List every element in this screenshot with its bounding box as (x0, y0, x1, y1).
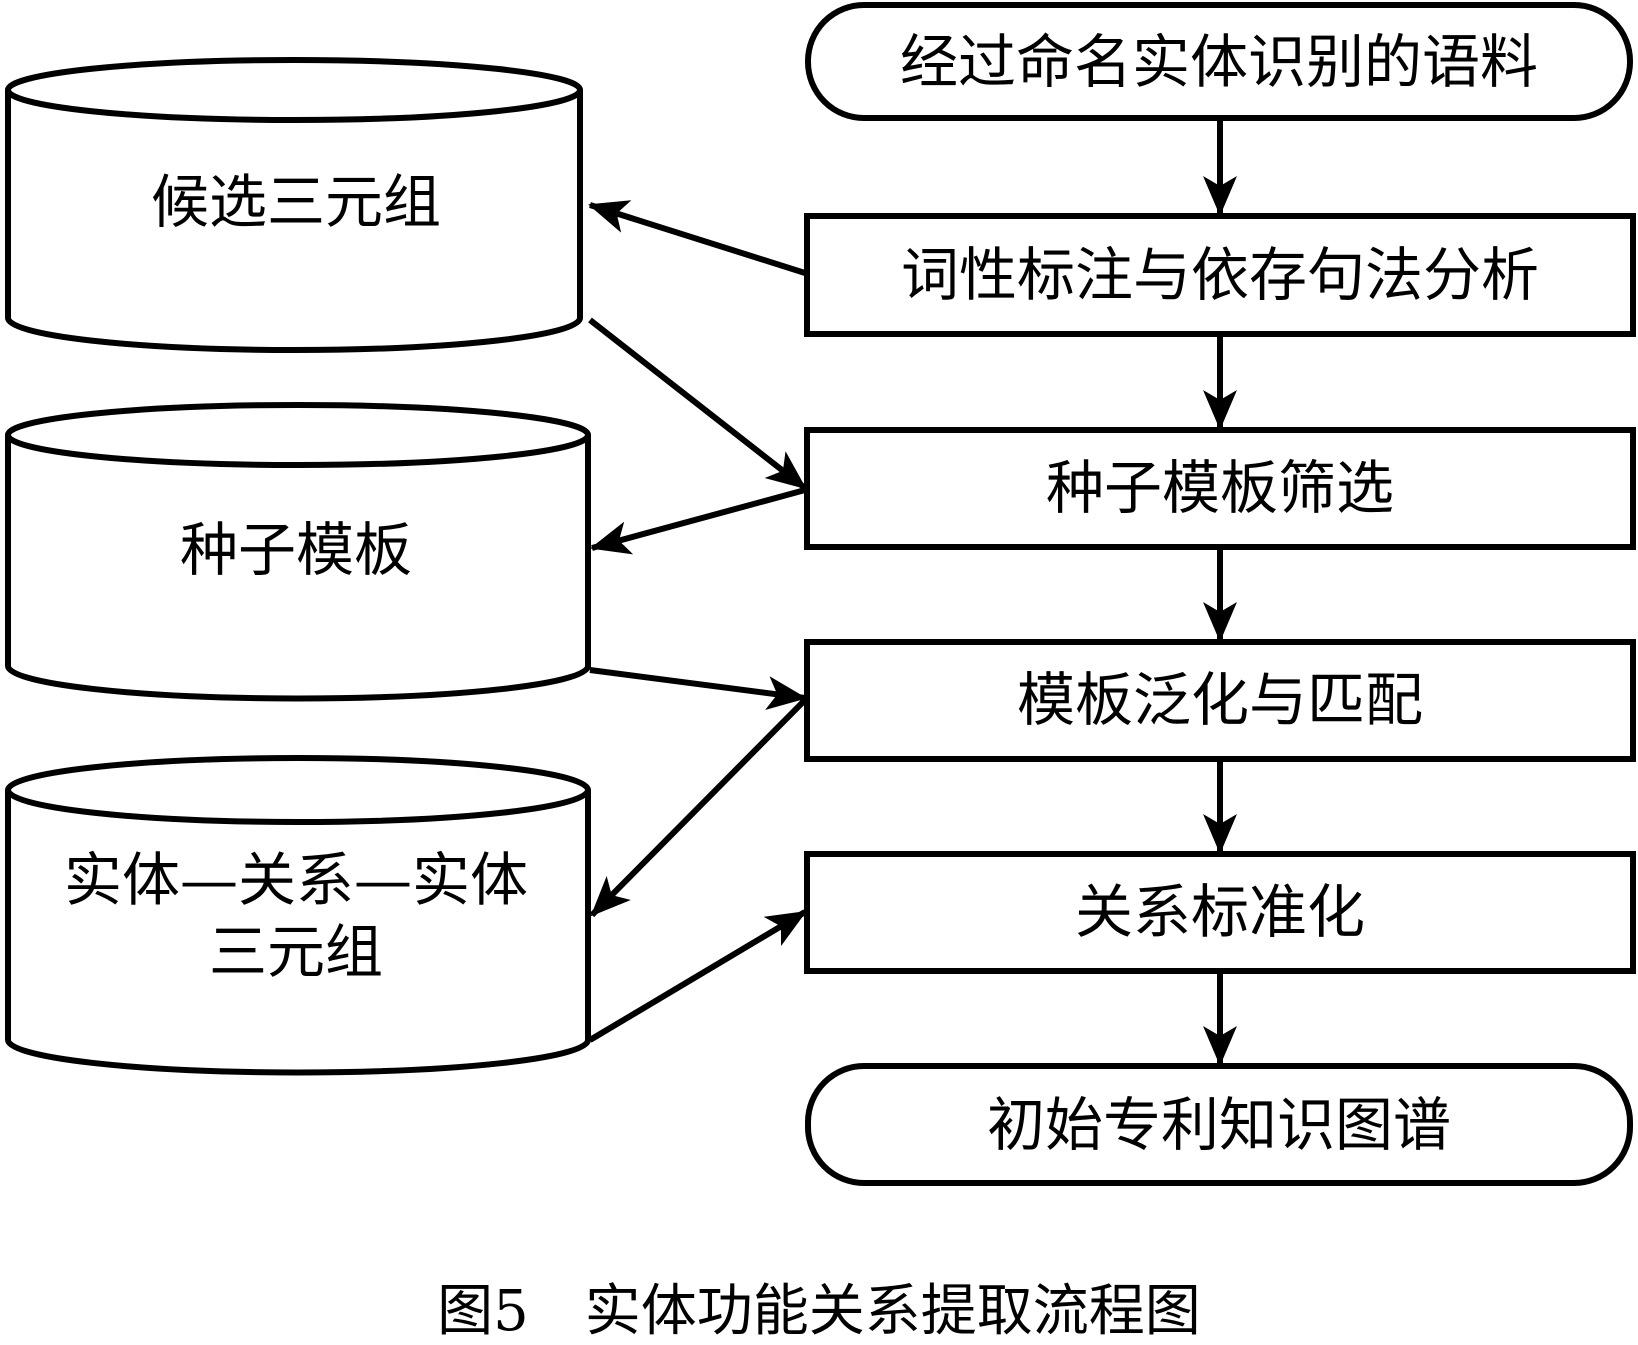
arrow-ereltriples-to-relnorm (588, 909, 807, 1043)
arrow-candidate-to-seedfilter (588, 317, 807, 491)
step-label: 模板泛化与匹配 (1017, 666, 1423, 734)
arrow-generalize-to-ereltriples (589, 697, 808, 918)
step-generalize-match: 模板泛化与匹配 (804, 639, 1636, 762)
cylinder-body (5, 435, 591, 702)
cylinder-top (5, 57, 583, 123)
step-relation-norm: 关系标准化 (804, 851, 1636, 974)
store-label-line2: 三元组 (209, 918, 383, 986)
step-initial-kg: 初始专利知识图谱 (805, 1063, 1633, 1186)
terminal-shape (805, 1063, 1633, 1186)
step-label: 初始专利知识图谱 (987, 1091, 1451, 1159)
step-corpus: 经过命名实体识别的语料 (805, 2, 1633, 121)
figure-caption: 图5 实体功能关系提取流程图 (437, 1279, 1201, 1344)
store-seed-templates: 种子模板 (5, 402, 591, 702)
arrow-seedfilter-to-seedtemplates (590, 487, 806, 555)
step-seed-filter: 种子模板筛选 (804, 427, 1636, 550)
step-label: 关系标准化 (1075, 878, 1365, 946)
step-label: 词性标注与依存句法分析 (901, 241, 1539, 309)
store-label: 候选三元组 (151, 168, 441, 236)
step-label: 经过命名实体识别的语料 (900, 28, 1538, 96)
arrow-seedtemplates-to-generalize (589, 667, 807, 710)
store-erel-triples: 实体—关系—实体 三元组 (5, 755, 591, 1076)
process-box (804, 213, 1636, 337)
cylinder-body (5, 90, 583, 353)
process-box (804, 639, 1636, 762)
step-label: 种子模板筛选 (1046, 454, 1394, 522)
store-label: 种子模板 (180, 516, 412, 584)
cylinder-body (5, 790, 591, 1076)
cylinder-top (5, 402, 591, 468)
store-candidate-triples: 候选三元组 (5, 57, 583, 353)
step-pos-dep: 词性标注与依存句法分析 (804, 213, 1636, 337)
store-label-line1: 实体—关系—实体 (64, 846, 528, 914)
cylinder-top (5, 755, 591, 825)
arrow-pos-to-candidate (588, 200, 806, 276)
process-box (804, 427, 1636, 550)
